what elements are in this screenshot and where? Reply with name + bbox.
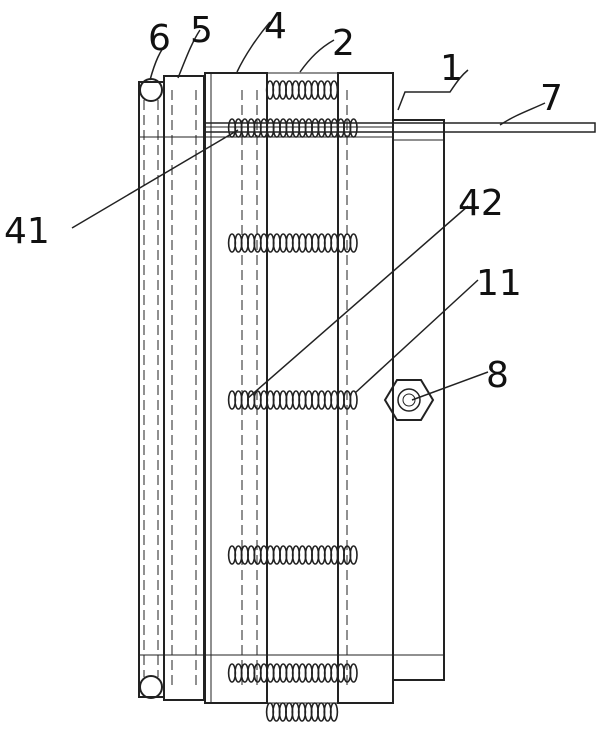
spring-5 xyxy=(227,663,358,683)
part-8-hex-nut xyxy=(383,379,435,421)
spring-2 xyxy=(227,233,358,253)
spring-top xyxy=(265,80,339,100)
spring-bottom xyxy=(265,702,339,722)
label-1: 1 xyxy=(440,48,463,89)
spring-4 xyxy=(227,545,358,565)
spring-42 xyxy=(227,390,358,410)
label-2: 2 xyxy=(332,23,355,64)
part-4-plate xyxy=(204,72,268,704)
label-41: 41 xyxy=(4,211,50,252)
spring-41 xyxy=(227,118,358,138)
label-11: 11 xyxy=(476,263,522,304)
label-5: 5 xyxy=(190,10,213,51)
part-1-side-plate xyxy=(337,72,445,704)
part-6-tube xyxy=(138,78,165,699)
label-4: 4 xyxy=(264,6,287,47)
label-8: 8 xyxy=(486,355,509,396)
label-6: 6 xyxy=(148,18,171,59)
leader-lines xyxy=(71,21,546,401)
label-7: 7 xyxy=(540,78,563,119)
springs xyxy=(227,80,358,722)
label-42: 42 xyxy=(458,183,504,224)
part-7-rod xyxy=(204,122,596,133)
